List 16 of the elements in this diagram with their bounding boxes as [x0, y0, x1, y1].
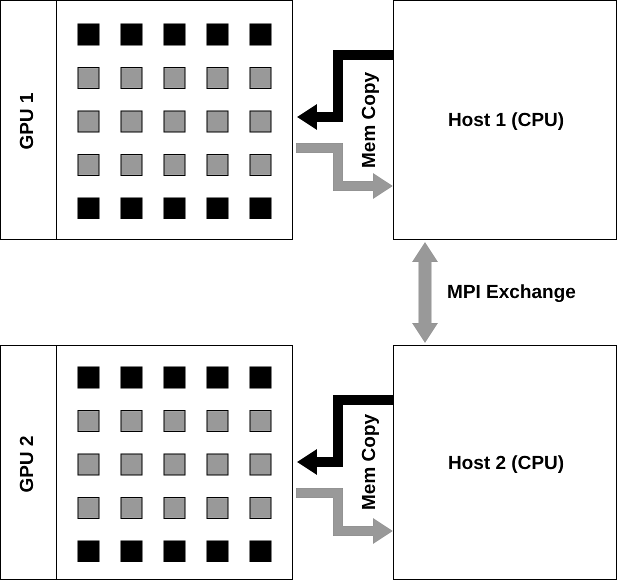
- host-box: [393, 0, 617, 240]
- edge-label: MPI Exchange: [447, 282, 576, 304]
- arrow: [297, 395, 393, 475]
- gpu-box: [0, 0, 293, 240]
- arrow: [297, 50, 393, 130]
- gpu-label: GPU 2: [17, 434, 39, 492]
- host-box: [393, 345, 617, 580]
- arrow: [296, 488, 393, 544]
- host-label: Host 1 (CPU): [448, 110, 564, 132]
- host-label: Host 2 (CPU): [448, 452, 564, 474]
- gpu-box: [0, 345, 293, 580]
- copy-label: Mem Copy: [359, 72, 381, 168]
- arrow: [412, 242, 438, 343]
- arrow: [296, 143, 393, 199]
- gpu-label: GPU 1: [17, 92, 39, 150]
- copy-label: Mem Copy: [359, 414, 381, 510]
